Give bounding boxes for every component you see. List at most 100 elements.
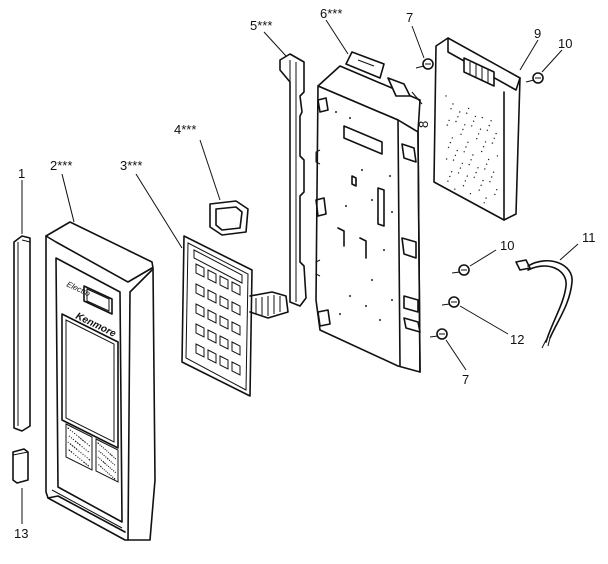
board-component-dot bbox=[487, 158, 490, 161]
board-component-dot bbox=[445, 95, 447, 97]
speckle-dot bbox=[114, 478, 116, 480]
board-component-dot bbox=[447, 146, 450, 149]
label-part-12: 12 bbox=[510, 332, 524, 347]
label-part-13: 13 bbox=[14, 526, 28, 541]
speckle-dot bbox=[101, 445, 103, 447]
chassis-dot bbox=[389, 175, 391, 177]
speckle-dot bbox=[81, 459, 83, 461]
keypad-key bbox=[231, 361, 241, 376]
speckle-dot bbox=[100, 452, 102, 454]
speckle-dot bbox=[97, 442, 99, 445]
board-component-dot bbox=[452, 159, 455, 161]
speckle-dot bbox=[75, 454, 77, 457]
chassis-dot bbox=[349, 295, 351, 297]
speckle-dot bbox=[98, 450, 100, 452]
board-component-dot bbox=[491, 142, 494, 144]
board-component-dot bbox=[475, 171, 477, 174]
keypad-key bbox=[195, 263, 205, 278]
speckle-dot bbox=[108, 473, 110, 475]
keypad-key bbox=[207, 349, 217, 364]
board-component-dot bbox=[455, 120, 457, 123]
board-component-dot bbox=[489, 181, 491, 183]
label-part-10-mid: 10 bbox=[500, 238, 514, 253]
board-component-dot bbox=[481, 116, 483, 119]
speckle-dot bbox=[114, 458, 116, 460]
speckle-dot bbox=[107, 472, 109, 474]
speckle-dot bbox=[76, 448, 78, 450]
board-component-dot bbox=[491, 176, 493, 178]
chassis-dot bbox=[379, 319, 381, 321]
speckle-dot bbox=[99, 444, 101, 446]
board-component-dot bbox=[466, 175, 468, 177]
board-component-dot bbox=[452, 103, 454, 105]
speckle-dot bbox=[83, 462, 85, 464]
speckle-dot bbox=[88, 445, 90, 447]
board-component-dot bbox=[474, 115, 477, 118]
board-component-dot bbox=[471, 125, 473, 127]
board-component-dot bbox=[454, 154, 457, 157]
speckle-dot bbox=[67, 441, 69, 443]
board-component-dot bbox=[464, 180, 467, 182]
board-component-dot bbox=[463, 151, 465, 153]
board-component-dot bbox=[467, 141, 469, 143]
speckle-dot bbox=[71, 451, 73, 453]
speckle-dot bbox=[103, 469, 105, 471]
chassis-dot-pattern bbox=[335, 111, 393, 321]
speckle-dot bbox=[82, 453, 84, 455]
label-part-7-bottom: 7 bbox=[462, 372, 469, 387]
label-part-3: 3*** bbox=[120, 158, 142, 173]
board-component-dot bbox=[496, 189, 498, 191]
speckle-dot bbox=[83, 447, 85, 449]
screw-12 bbox=[441, 296, 460, 308]
speckle-dot bbox=[100, 466, 102, 468]
keypad-key bbox=[231, 341, 241, 356]
speckle-dot bbox=[107, 458, 109, 460]
label-part-7-top: 7 bbox=[406, 10, 413, 25]
speckle-dot bbox=[101, 453, 104, 455]
speckle-dot bbox=[71, 431, 74, 433]
board-component-dot bbox=[457, 172, 460, 174]
label-part-4: 4*** bbox=[174, 122, 196, 137]
board-component-dot bbox=[468, 163, 470, 166]
speckle-dot bbox=[80, 438, 82, 440]
board-component-dot bbox=[459, 111, 461, 113]
board-component-dot bbox=[462, 185, 465, 187]
keypad-key bbox=[219, 355, 229, 370]
speckle-dot bbox=[76, 434, 78, 436]
label-part-11: 11 bbox=[582, 230, 596, 245]
keypad-key bbox=[195, 323, 205, 338]
speckle-dot bbox=[113, 456, 115, 458]
board-component-dot bbox=[488, 124, 490, 127]
board-component-dot bbox=[479, 128, 482, 130]
keypad-key bbox=[207, 309, 217, 324]
speckle-dot bbox=[70, 443, 72, 446]
speckle-dot bbox=[102, 467, 104, 469]
speckle-dot bbox=[81, 446, 83, 448]
board-component-dot bbox=[496, 155, 499, 157]
chassis-dot bbox=[355, 179, 357, 181]
board-component-dot bbox=[486, 129, 488, 131]
keypad-key bbox=[231, 301, 241, 316]
speckle-dot bbox=[69, 449, 71, 452]
chassis-dot bbox=[349, 117, 351, 119]
speckle-dot bbox=[84, 441, 86, 443]
part-11-wire-harness bbox=[515, 259, 573, 349]
board-component-dot bbox=[477, 167, 479, 169]
speckle-dot bbox=[97, 456, 99, 458]
part-5-side-rail bbox=[279, 53, 307, 307]
board-component-dot bbox=[460, 133, 462, 135]
board-component-dot bbox=[450, 171, 453, 173]
speckle-dot bbox=[74, 432, 76, 435]
speckle-dot bbox=[85, 449, 87, 451]
screw-10-top bbox=[525, 72, 544, 84]
screw-10-mid bbox=[451, 264, 470, 276]
speckle-dot bbox=[98, 464, 100, 466]
callout-labels: 1 2*** 3*** 4*** 5*** 6*** 7 8 9 10 10 1… bbox=[14, 6, 596, 541]
label-part-2: 2*** bbox=[50, 158, 72, 173]
speckle-dot bbox=[114, 471, 116, 473]
speckle-dot bbox=[82, 440, 84, 442]
board-component-dot bbox=[472, 154, 474, 156]
speckle-dot bbox=[112, 476, 114, 478]
speckle-dot bbox=[112, 462, 114, 464]
board-component-dot bbox=[495, 132, 497, 135]
